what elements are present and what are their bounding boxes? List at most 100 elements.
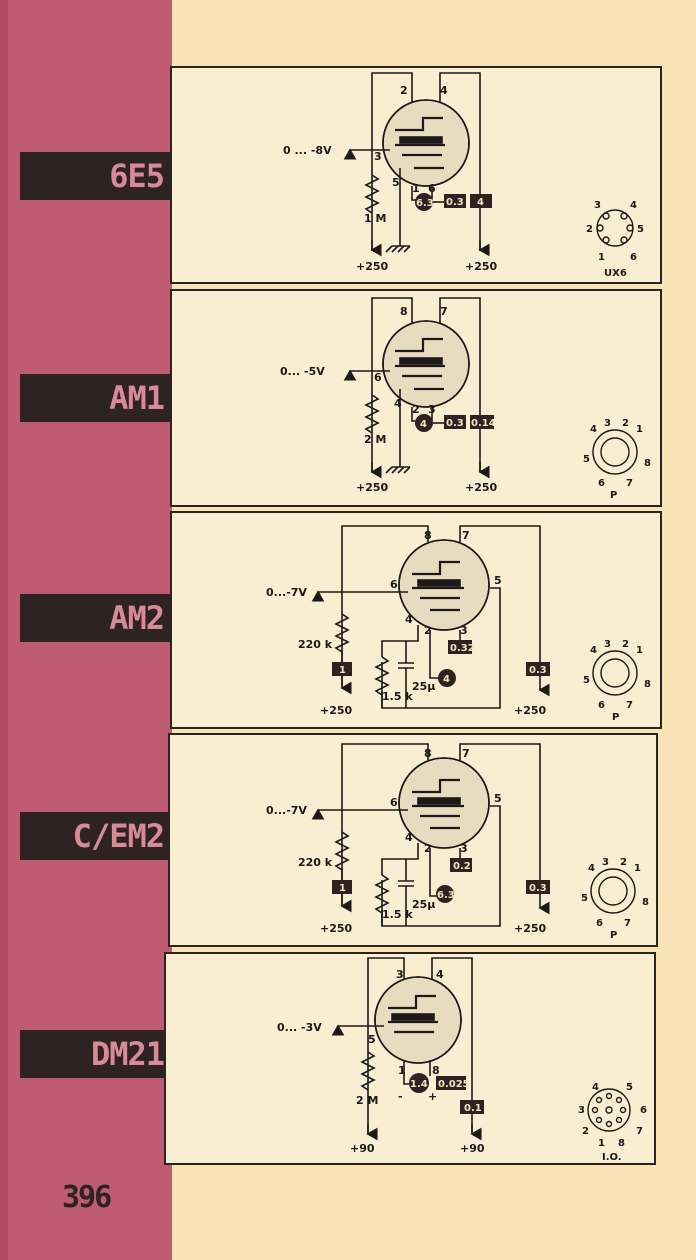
cathode-resistor-label: 1.5 k [382,690,413,703]
pin-label: 6 [390,796,398,809]
tube-label-c-em2: C/EM2 [20,812,170,860]
tube-envelope-outline [382,99,470,187]
pin-label: 2 [424,842,432,855]
grid-input-label: 0... -3V [277,1021,322,1034]
pin-label: 8 [432,1064,440,1077]
heater-current: 0.3 [446,418,464,429]
pin-label: 1 [412,182,420,195]
grid-resistor [364,174,380,214]
base-pin: 5 [637,224,644,235]
base-diagram-ux6 [596,209,634,247]
pin-label: 7 [462,747,470,760]
pin-label: 3 [396,968,404,981]
base-pin: 3 [602,857,609,868]
base-pin: 6 [598,478,605,489]
pin-label: 4 [405,831,413,844]
base-diagram-io [587,1088,631,1132]
cathode-resistor-label: 1.5 k [382,908,413,921]
base-pin: 6 [640,1105,647,1116]
base-pin: 8 [644,679,651,690]
pin-label: 8 [400,305,408,318]
diagram-c-em2 [311,743,550,927]
base-name: P [610,930,617,941]
pin-label: 6 [374,371,382,384]
pin-label: 4 [394,397,402,410]
heater-current: 0.32 [450,643,475,654]
tube-label-am2: AM2 [20,594,170,642]
diagram-am2-fills [332,640,550,687]
base-pin: 4 [592,1082,599,1093]
supply-right: +90 [460,1142,485,1155]
supply-right: +250 [465,481,498,494]
base-pin: 1 [598,1138,605,1149]
base-pin: 2 [582,1126,589,1137]
supply-left: +250 [320,922,353,935]
target-box-value: 4 [477,197,484,208]
plate-lead-right [439,72,481,251]
heater-plus: + [428,1090,437,1103]
base-pin: 1 [636,645,643,656]
pin-label: 3 [460,842,468,855]
target-box-value: 0.3 [529,883,547,894]
pin-label: 3 [428,403,436,416]
base-pin: 7 [624,918,631,929]
supply-left: +90 [350,1142,375,1155]
base-name: UX6 [604,268,627,279]
base-pin: 5 [583,675,590,686]
pin-label: 4 [440,84,448,97]
page-number: 396 [62,1180,112,1215]
diagram-6e5-fills [415,193,492,211]
base-pin: 4 [630,200,637,211]
base-pin: 8 [618,1138,625,1149]
base-pin: 2 [622,418,629,429]
base-pin: 2 [586,224,593,235]
heater-voltage: 6.3 [416,198,434,209]
base-name: P [612,712,619,723]
pin-label: 8 [424,529,432,542]
diagram-6e5 [343,72,490,257]
grid-input-label: 0...-7V [266,804,307,817]
grid-input-label: 0...-7V [266,586,307,599]
tube-electrode-block [399,136,443,144]
base-pin: 5 [581,893,588,904]
base-pin: 1 [598,252,605,263]
base-pin: 8 [644,458,651,469]
diagram-dm21-fills [409,1073,484,1114]
base-pin: 3 [604,418,611,429]
side-strip-edge [0,0,8,1260]
heater-voltage: 4 [443,674,450,685]
base-pin: 4 [588,863,595,874]
supply-left: +250 [320,704,353,717]
pin-label: 2 [400,84,408,97]
target-box-value: 0.1 [464,1103,482,1114]
base-pin: 3 [604,639,611,650]
left-box-value: 1 [339,883,346,894]
tube-label-6e5: 6E5 [20,152,170,200]
base-pin: 7 [636,1126,643,1137]
pin-label: 7 [440,305,448,318]
base-pin: 7 [626,700,633,711]
pin-label: 8 [424,747,432,760]
heater-current: 0.025 [438,1079,470,1090]
supply-left: +250 [356,481,389,494]
resistor-label: 220 k [298,638,333,651]
base-diagram-p [592,650,638,696]
diagram-c-em2-fills [332,858,550,903]
pin-label: 5 [392,176,400,189]
pin-label: 4 [436,968,444,981]
base-pin: 6 [630,252,637,263]
supply-left: +250 [356,260,389,273]
pin-label: 5 [494,574,502,587]
tube-label-dm21: DM21 [20,1030,170,1078]
resistor-label: 220 k [298,856,333,869]
base-pin: 2 [622,639,629,650]
pin-label: 7 [462,529,470,542]
diagram-dm21 [331,957,482,1141]
supply-right: +250 [514,922,547,935]
target-box-value: 0.3 [529,665,547,676]
pin-label: 5 [494,792,502,805]
heater-voltage: 6.3 [437,890,455,901]
resistor-label: 1 M [364,212,386,225]
pin-label: 6 [428,182,436,195]
ground-symbol [385,245,411,253]
